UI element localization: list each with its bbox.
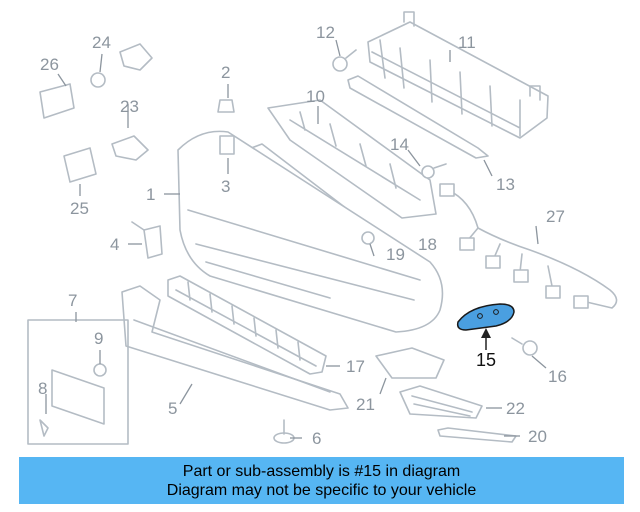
callout-14: 14 xyxy=(390,135,409,154)
callout-19: 19 xyxy=(386,245,405,264)
part-12-bolt xyxy=(332,49,357,72)
callout-24: 24 xyxy=(92,33,111,52)
callout-12: 12 xyxy=(316,23,335,42)
part-15-sensor-bracket xyxy=(456,303,515,331)
callout-8: 8 xyxy=(38,379,47,398)
banner-line-2: Diagram may not be specific to your vehi… xyxy=(166,481,477,499)
callout-6: 6 xyxy=(312,429,321,448)
part-8-plate-bracket xyxy=(39,369,105,437)
part-16-bolt xyxy=(511,337,538,356)
callout-21: 21 xyxy=(356,395,375,414)
callout-20: 20 xyxy=(528,427,547,446)
callout-5: 5 xyxy=(168,399,177,418)
callout-11: 11 xyxy=(458,33,476,52)
caption-banner: Part or sub-assembly is #15 in diagram D… xyxy=(19,457,624,504)
callout-26: 26 xyxy=(40,55,59,74)
part-22-side-grille xyxy=(399,385,483,419)
callout-16: 16 xyxy=(548,367,567,386)
part-2-screw xyxy=(217,99,235,113)
callout-13: 13 xyxy=(496,175,515,194)
part-14-bolt xyxy=(421,163,447,179)
callout-15: 15 xyxy=(476,350,496,370)
callout-25: 25 xyxy=(70,199,89,218)
callout-18: 18 xyxy=(418,235,437,254)
part-7-plate-box xyxy=(27,319,129,445)
callout-9: 9 xyxy=(94,329,103,348)
part-10-upper-absorber xyxy=(267,99,437,219)
part-9-screw xyxy=(93,363,107,377)
part-20-trim-strip xyxy=(437,427,517,443)
part-17-lower-grille xyxy=(167,275,327,375)
part-3-clip xyxy=(219,135,235,155)
callout-1: 1 xyxy=(146,185,155,204)
part-26-sensor-bracket xyxy=(39,83,75,119)
part-19-clip xyxy=(361,231,375,245)
callout-23: 23 xyxy=(120,97,139,116)
callout-27: 27 xyxy=(546,207,565,226)
parts-diagram: 1 2 3 4 5 6 7 8 9 10 11 12 13 14 15 16 1… xyxy=(27,11,618,448)
part-4-bracket xyxy=(131,221,163,259)
callout-7: 7 xyxy=(68,291,77,310)
callout-4: 4 xyxy=(110,235,119,254)
part-21-fog-bezel xyxy=(375,347,445,379)
part-24-sensor-clip xyxy=(90,72,106,88)
part-6-bolt xyxy=(273,419,295,444)
part-25-sensor-bracket xyxy=(63,147,97,183)
callout-2: 2 xyxy=(221,63,230,82)
callout-17: 17 xyxy=(346,357,365,376)
part-27-wiring-harness xyxy=(439,183,618,309)
part-5-lower-spoiler xyxy=(121,285,349,411)
callout-22: 22 xyxy=(506,399,525,418)
part-23-parking-sensor xyxy=(111,43,153,161)
callout-3: 3 xyxy=(221,177,230,196)
part-11-reinforcement-beam xyxy=(367,11,549,139)
callout-10: 10 xyxy=(306,87,325,106)
banner-line-1: Part or sub-assembly is #15 in diagram xyxy=(182,462,461,480)
leader-lines xyxy=(45,39,547,439)
part-1-bumper-cover xyxy=(177,130,444,333)
part-13-absorber-strip xyxy=(347,75,489,159)
